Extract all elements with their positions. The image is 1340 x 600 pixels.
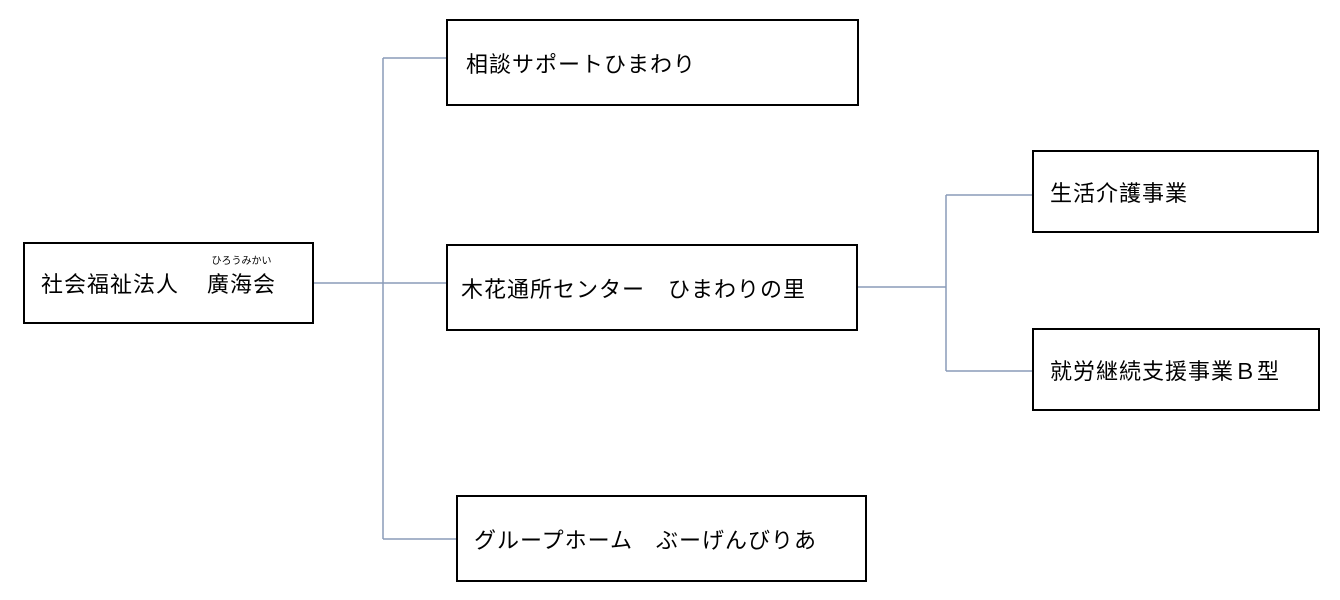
- node-work-support: 就労継続支援事業Ｂ型: [1032, 328, 1320, 411]
- node-group-home-label: グループホーム ぶーげんびりあ: [474, 528, 818, 554]
- node-life-care: 生活介護事業: [1032, 150, 1319, 233]
- root-node-org-reading: ひろうみかい: [211, 256, 272, 267]
- node-work-support-label: 就労継続支援事業Ｂ型: [1050, 359, 1281, 385]
- node-day-center: 木花通所センター ひまわりの里: [446, 244, 858, 331]
- node-consult-support: 相談サポートひまわり: [446, 19, 859, 106]
- node-group-home: グループホーム ぶーげんびりあ: [456, 495, 867, 582]
- root-node-org: ひろうみかい 廣海会: [207, 256, 277, 299]
- node-consult-support-label: 相談サポートひまわり: [466, 52, 697, 78]
- node-life-care-label: 生活介護事業: [1050, 181, 1189, 207]
- root-node-label: 社会福祉法人: [41, 273, 180, 298]
- root-node: 社会福祉法人 ひろうみかい 廣海会: [23, 242, 314, 324]
- node-day-center-label: 木花通所センター ひまわりの里: [461, 277, 807, 303]
- root-node-org-name: 廣海会: [207, 273, 277, 298]
